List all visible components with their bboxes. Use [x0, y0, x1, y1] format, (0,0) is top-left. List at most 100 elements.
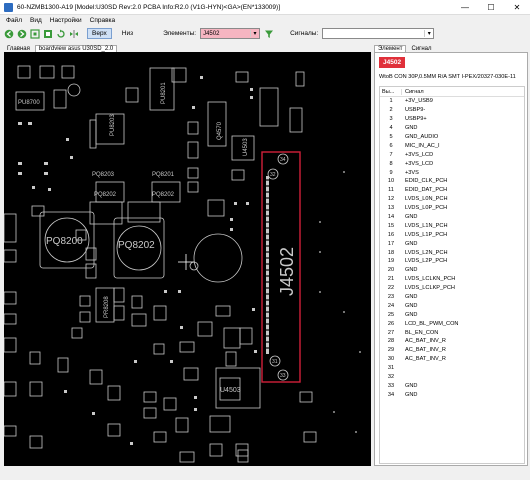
table-row[interactable]: 7+3VS_LCD [380, 150, 524, 159]
back-icon[interactable] [3, 28, 14, 39]
table-row[interactable]: 15 LVDS_L1N_PCH [380, 221, 524, 230]
col-header-signal[interactable]: Сигнал [405, 88, 424, 95]
minimize-button[interactable]: — [461, 2, 469, 12]
tab-main[interactable]: Главная [7, 46, 30, 52]
pin-number: 2 [389, 107, 393, 114]
table-row[interactable]: 1+3V_USB9 [380, 97, 524, 106]
chevron-down-icon[interactable]: ▾ [424, 30, 433, 37]
table-row[interactable]: 22 LVDS_LCLKP_PCH [380, 284, 524, 293]
selected-part-badge: J4502 [379, 57, 406, 68]
maximize-button[interactable]: ☐ [487, 2, 495, 12]
signals-combo[interactable]: ▾ [322, 28, 435, 39]
menu-help[interactable]: Справка [89, 17, 116, 24]
pcb-canvas[interactable]: PU8700 PQ8203 PQ8201 PQ8202 PQ8202 PU820… [4, 52, 371, 466]
table-row[interactable]: 12 LVDS_L0N_PCH [380, 195, 524, 204]
pin-number: 4 [389, 125, 393, 132]
tab-boardview[interactable]: boardview asus U30SD_2.0 [34, 45, 118, 52]
table-row[interactable]: 31 [380, 364, 524, 373]
pin-label-32: 32 [270, 172, 276, 178]
table-row[interactable]: 8+3VS_LCD [380, 159, 524, 168]
pin-signal: LVDS_LCLKP_PCH [405, 285, 455, 292]
top-side-button[interactable]: Верх [87, 28, 112, 39]
filter-icon[interactable] [263, 28, 274, 39]
pin-number: 25 [387, 311, 395, 318]
pin-signal: LVDS_L1P_PCH [405, 231, 448, 238]
pin-signal: AC_BAT_INV_R [405, 347, 446, 354]
pin-number: 22 [387, 285, 395, 292]
table-row[interactable]: 9+3VS [380, 168, 524, 177]
pin-signal: AC_BAT_INV_R [405, 338, 446, 345]
rotate-icon[interactable] [55, 28, 66, 39]
pin-number: 21 [387, 276, 395, 283]
element-panel: J4502 WtoB CON 30P,0.5MM R/A SMT I-PEX/2… [374, 52, 528, 466]
label-u4503b: U4503 [243, 138, 249, 156]
pin-number: 29 [387, 347, 395, 354]
tab-element[interactable]: Элемент [374, 45, 407, 52]
pin-number: 10 [387, 178, 395, 185]
menu-settings[interactable]: Настройки [49, 17, 82, 24]
label-pq8202b: PQ8202 [152, 192, 175, 198]
table-row[interactable]: 30 AC_BAT_INV_R [380, 355, 524, 364]
pin-number: 8 [389, 160, 393, 167]
document-tabs: Главная boardview asus U30SD_2.0 [0, 41, 372, 52]
zoom-fit-icon[interactable] [29, 28, 40, 39]
table-row[interactable]: 29 AC_BAT_INV_R [380, 346, 524, 355]
col-header-pin[interactable]: Вы... [380, 88, 402, 95]
close-button[interactable]: ✕ [513, 2, 521, 12]
zoom-area-icon[interactable] [42, 28, 53, 39]
pin-number: 30 [387, 356, 395, 363]
pin-signal: GND [405, 125, 418, 132]
bottom-side-button[interactable]: Низ [121, 30, 134, 37]
pq8200-outline [39, 211, 95, 269]
pin-signal: MIC_IN_AC_I [405, 142, 440, 149]
tab-signal[interactable]: Сигнал [411, 46, 432, 52]
pin-number: 14 [387, 214, 395, 221]
app-icon [4, 2, 13, 12]
pin-number: 15 [387, 222, 395, 229]
pin-signal: LVDS_L1N_PCH [405, 222, 448, 229]
table-row[interactable]: 16 LVDS_L1P_PCH [380, 230, 524, 239]
menu-view[interactable]: Вид [29, 17, 42, 24]
pin-number: 31 [387, 365, 395, 372]
pin-number: 7 [389, 151, 393, 158]
board-view[interactable]: PU8700 PQ8203 PQ8201 PQ8202 PQ8202 PU820… [4, 52, 371, 466]
pin-signal: LVDS_L0P_PCH [405, 205, 448, 212]
pin-signal: EDID_DAT_PCH [405, 187, 448, 194]
pin-number: 32 [387, 374, 395, 381]
pin-number: 12 [387, 196, 395, 203]
mirror-icon[interactable] [68, 28, 79, 39]
forward-icon[interactable] [16, 28, 27, 39]
pin-signal: LVDS_L0N_PCH [405, 196, 448, 203]
pin-signal: LVDS_L2N_PCH [405, 249, 448, 256]
table-row[interactable]: 32 [380, 373, 524, 382]
table-row[interactable]: 4 GND [380, 124, 524, 133]
elements-combo[interactable]: J4502 ▾ [200, 28, 261, 39]
pin-signal: AC_BAT_INV_R [405, 356, 446, 363]
chevron-down-icon[interactable]: ▾ [250, 30, 259, 37]
menu-file[interactable]: Файл [6, 17, 22, 24]
pin-number: 16 [387, 231, 395, 238]
pr8208-outline [95, 287, 115, 323]
